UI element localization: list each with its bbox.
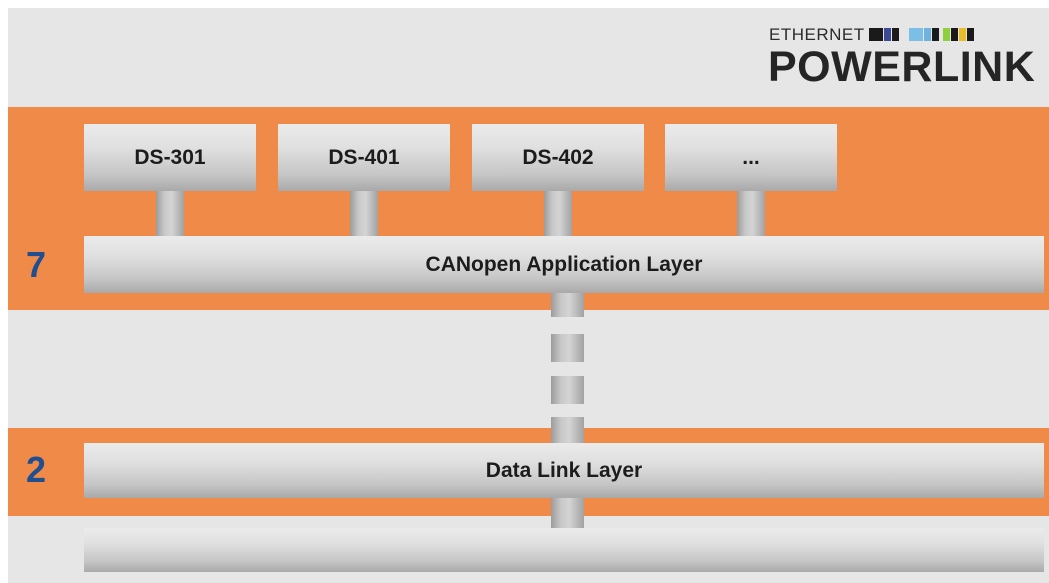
logo-color-segment xyxy=(883,27,891,41)
data-link-layer-bar: Data Link Layer xyxy=(84,443,1044,498)
profile-label: ... xyxy=(742,145,760,169)
logo-powerlink-text: POWERLINK xyxy=(768,43,1036,91)
profile-box-ds301: DS-301 xyxy=(84,124,256,191)
layer-label: Data Link Layer xyxy=(485,458,643,482)
logo-ethernet-row: ETHERNET xyxy=(769,24,974,44)
dashed-connector-segment xyxy=(551,417,584,443)
layer-number-2: 2 xyxy=(26,449,47,490)
layer-number-7: 7 xyxy=(26,244,47,285)
connector-physical xyxy=(551,498,584,528)
logo-color-segment xyxy=(966,27,974,41)
logo-color-segment xyxy=(923,27,931,41)
logo-color-segment xyxy=(958,27,966,41)
layer-label: CANopen Application Layer xyxy=(425,252,703,276)
logo-color-segment xyxy=(942,27,950,41)
profile-box-more: ... xyxy=(665,124,837,191)
connector-more xyxy=(737,191,765,236)
profile-box-ds402: DS-402 xyxy=(472,124,644,191)
logo-color-segment xyxy=(908,27,923,41)
dashed-connector-segment xyxy=(551,293,584,317)
profile-label: DS-402 xyxy=(522,145,594,169)
connector-ds402 xyxy=(544,191,572,236)
logo-color-bar xyxy=(868,27,974,41)
connector-ds401 xyxy=(350,191,378,236)
canopen-application-layer-bar: CANopen Application Layer xyxy=(84,236,1044,293)
logo-color-segment xyxy=(950,27,958,41)
profile-label: DS-401 xyxy=(328,145,400,169)
dashed-connector-segment xyxy=(551,334,584,362)
dashed-connector-segment xyxy=(551,376,584,404)
connector-ds301 xyxy=(156,191,184,236)
logo-color-segment xyxy=(891,27,899,41)
logo-ethernet-text: ETHERNET xyxy=(769,24,865,44)
profile-box-ds401: DS-401 xyxy=(278,124,450,191)
profile-label: DS-301 xyxy=(134,145,206,169)
logo-color-segment xyxy=(931,27,939,41)
logo-color-segment xyxy=(868,27,883,41)
physical-layer-bar xyxy=(84,528,1044,572)
